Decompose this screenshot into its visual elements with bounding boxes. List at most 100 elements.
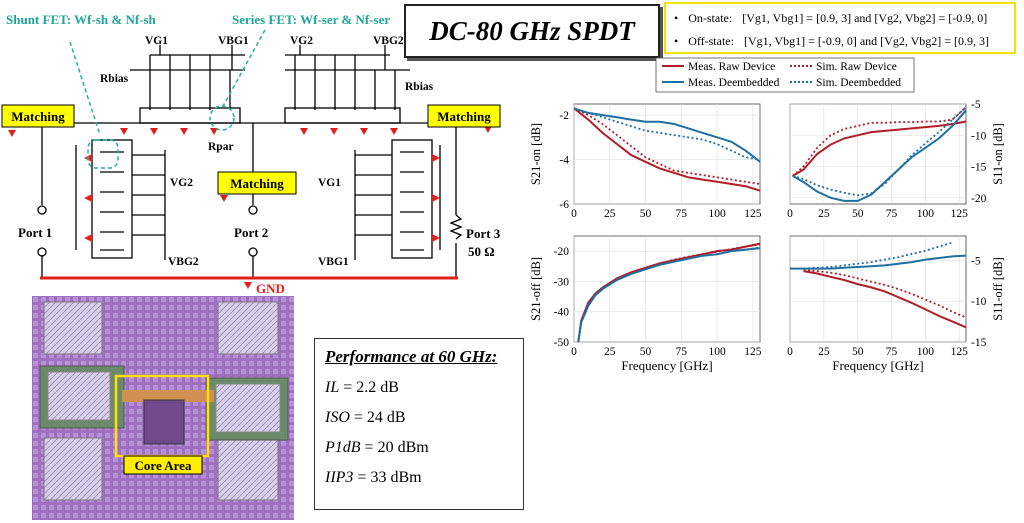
perf-metric: IL xyxy=(325,379,340,396)
performance-title: Performance at 60 GHz: xyxy=(325,347,498,366)
on-state-value: [Vg1, Vbg1] = [0.9, 3] and [Vg2, Vbg2] =… xyxy=(742,11,988,25)
perf-metric: IIP3 xyxy=(325,469,354,486)
series-line xyxy=(803,269,967,319)
vbg2-side-label: VBG2 xyxy=(168,256,199,268)
x-axis-label: Frequency [GHz] xyxy=(621,358,712,373)
plot-area xyxy=(573,235,761,343)
series-line xyxy=(577,247,761,343)
y-tick-label: -5 xyxy=(971,99,981,111)
title-box: DC-80 GHz SPDT xyxy=(404,4,660,58)
die-micrograph: Core Area xyxy=(32,296,294,520)
x-tick-label: 75 xyxy=(676,208,688,220)
performance-box: Performance at 60 GHz: IL = 2.2 dB ISO =… xyxy=(314,338,524,510)
y-tick-label: -4 xyxy=(559,155,569,167)
x-tick-label: 25 xyxy=(604,346,616,358)
y-tick-label: -10 xyxy=(971,296,987,308)
matching-label-mid: Matching xyxy=(230,176,284,191)
x-tick-label: 50 xyxy=(640,346,652,358)
bias-state-box: • On-state: [Vg1, Vbg1] = [0.9, 3] and [… xyxy=(664,2,1016,54)
bullet: • xyxy=(674,11,679,25)
x-tick-label: 100 xyxy=(708,208,726,220)
vg1-top-label: VG1 xyxy=(145,35,168,47)
series-line xyxy=(573,107,761,163)
port3-label: Port 3 xyxy=(466,226,501,241)
x-tick-label: 125 xyxy=(744,346,762,358)
series-line xyxy=(792,106,967,197)
series-fet-label: Series FET: Wf-ser & Nf-ser xyxy=(232,12,390,27)
x-tick-label: 75 xyxy=(886,208,898,220)
vbg1-top-label: VBG1 xyxy=(218,35,249,47)
series-line xyxy=(792,120,967,177)
legend-label: Meas. Deembedded xyxy=(688,77,780,89)
legend-label: Sim. Deembedded xyxy=(816,77,901,89)
matching-label-left: Matching xyxy=(11,109,65,124)
plot-area xyxy=(573,103,761,205)
series-line xyxy=(573,107,761,161)
y-tick-label: -5 xyxy=(971,255,981,267)
y-tick-label: -6 xyxy=(559,199,569,211)
y-tick-label: -10 xyxy=(971,130,987,142)
vg2-top-label: VG2 xyxy=(290,35,313,47)
perf-value: = 33 dBm xyxy=(357,469,422,486)
x-tick-label: 75 xyxy=(886,346,898,358)
y-axis-label: S11-off [dB] xyxy=(991,257,1005,321)
x-tick-label: 125 xyxy=(744,208,762,220)
rbias-left-label: Rbias xyxy=(100,73,129,85)
gnd-label: GND xyxy=(256,281,285,296)
perf-metric: P1dB xyxy=(325,439,361,456)
x-tick-label: 100 xyxy=(708,346,726,358)
x-tick-label: 25 xyxy=(818,346,830,358)
on-state-label: On-state: xyxy=(688,11,733,25)
perf-metric: ISO xyxy=(325,409,350,426)
perf-value: = 2.2 dB xyxy=(343,379,399,396)
x-tick-label: 100 xyxy=(917,346,935,358)
vbg1-side-label: VBG1 xyxy=(318,256,349,268)
bullet: • xyxy=(674,34,679,48)
x-tick-label: 25 xyxy=(818,208,830,220)
perf-row: ISO = 24 dB xyxy=(325,403,513,433)
y-tick-label: -15 xyxy=(971,337,987,349)
x-axis-label: Frequency [GHz] xyxy=(832,358,923,373)
perf-value: = 24 dB xyxy=(353,409,406,426)
vg2-side-label: VG2 xyxy=(170,177,193,189)
on-state-row: • On-state: [Vg1, Vbg1] = [0.9, 3] and [… xyxy=(674,7,1006,30)
y-tick-label: -30 xyxy=(554,276,570,288)
y-axis-label: S21-on [dB] xyxy=(529,123,543,185)
series-line xyxy=(792,106,967,177)
off-state-row: • Off-state: [Vg1, Vbg1] = [-0.9, 0] and… xyxy=(674,30,1006,53)
y-axis-label: S11-on [dB] xyxy=(991,123,1005,185)
y-tick-label: -2 xyxy=(559,110,569,122)
legend-label: Sim. Raw Device xyxy=(816,61,897,73)
port3-resistance-label: 50 Ω xyxy=(468,244,495,259)
off-state-label: Off-state: xyxy=(688,34,734,48)
y-axis-label: S21-off [dB] xyxy=(529,257,543,321)
page-title: DC-80 GHz SPDT xyxy=(429,15,635,46)
off-state-value: [Vg1, Vbg1] = [-0.9, 0] and [Vg2, Vbg2] … xyxy=(743,34,990,48)
core-area-label: Core Area xyxy=(135,458,192,473)
vbg2-top-label: VBG2 xyxy=(373,35,404,47)
matching-label-right: Matching xyxy=(437,109,491,124)
series-line xyxy=(790,241,953,270)
legend-box xyxy=(655,57,915,93)
x-tick-label: 50 xyxy=(852,208,864,220)
y-tick-label: -40 xyxy=(554,307,570,319)
vg1-side-label: VG1 xyxy=(318,177,341,189)
x-tick-label: 0 xyxy=(787,208,793,220)
y-tick-label: -15 xyxy=(971,162,987,174)
perf-value: = 20 dBm xyxy=(364,439,429,456)
x-tick-label: 50 xyxy=(852,346,864,358)
series-line xyxy=(803,270,967,329)
series-line xyxy=(577,243,761,343)
x-tick-label: 0 xyxy=(787,346,793,358)
perf-row: IL = 2.2 dB xyxy=(325,373,513,403)
port2-label: Port 2 xyxy=(234,225,268,240)
shunt-fet-label: Shunt FET: Wf-sh & Nf-sh xyxy=(6,12,157,27)
series-line xyxy=(790,254,967,270)
x-tick-label: 0 xyxy=(571,208,577,220)
